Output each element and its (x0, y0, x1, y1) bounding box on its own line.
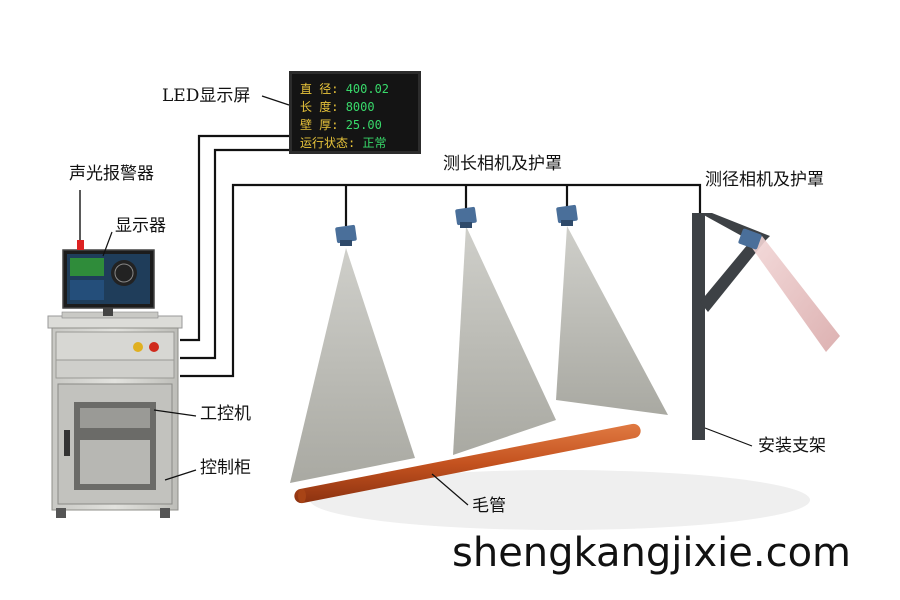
camera-beam-2 (453, 226, 556, 455)
cable-led-2 (180, 148, 289, 360)
leader-cabinet (164, 469, 197, 481)
tube (294, 423, 641, 504)
leader-tube (431, 473, 469, 506)
diameter-laser-beam (752, 236, 840, 352)
label-led-screen: LED显示屏 (162, 86, 251, 106)
leader-bracket (704, 427, 753, 447)
led-display: 直 径: 400.02 长 度: 8000 壁 厚: 25.00 运行状态: 正… (289, 71, 421, 154)
camera-3 (556, 204, 578, 226)
led-row-wall: 壁 厚: 25.00 (300, 116, 412, 134)
label-alarm: 声光报警器 (69, 164, 154, 184)
led-row-status: 运行状态: 正常 (300, 134, 412, 152)
led-key: 壁 厚: (300, 118, 339, 132)
led-value: 400.02 (345, 82, 390, 96)
camera-2 (455, 206, 477, 228)
led-value: 8000 (345, 100, 375, 114)
cables (180, 134, 702, 378)
label-bracket: 安装支架 (758, 436, 826, 456)
camera-beam-1 (290, 248, 415, 483)
cable-camera-bus (180, 183, 702, 378)
led-value: 25.00 (345, 118, 382, 132)
led-row-length: 长 度: 8000 (300, 98, 412, 116)
led-row-diameter: 直 径: 400.02 (300, 80, 412, 98)
label-cabinet: 控制柜 (200, 458, 251, 478)
label-monitor: 显示器 (115, 216, 166, 236)
label-diameter-camera: 测径相机及护罩 (705, 170, 824, 190)
label-tube: 毛管 (472, 496, 506, 516)
alarm-light (77, 190, 84, 250)
led-key: 运行状态: (300, 136, 356, 150)
floor-shadow (310, 470, 810, 530)
led-key: 长 度: (300, 100, 339, 114)
leader-ipc (153, 409, 197, 417)
diameter-camera (738, 228, 762, 250)
watermark: shengkangjixie.com (452, 530, 852, 576)
leader-led (261, 95, 290, 106)
monitor (62, 249, 155, 316)
label-ipc: 工控机 (200, 404, 251, 424)
leader-lines (102, 95, 753, 506)
leader-monitor (102, 231, 113, 257)
camera-1 (335, 224, 357, 246)
camera-beam-3 (556, 226, 668, 415)
led-key: 直 径: (300, 82, 339, 96)
cable-led-1 (180, 134, 289, 342)
led-value: 正常 (362, 136, 387, 150)
control-cabinet (47, 311, 183, 518)
label-length-camera: 测长相机及护罩 (443, 154, 562, 174)
